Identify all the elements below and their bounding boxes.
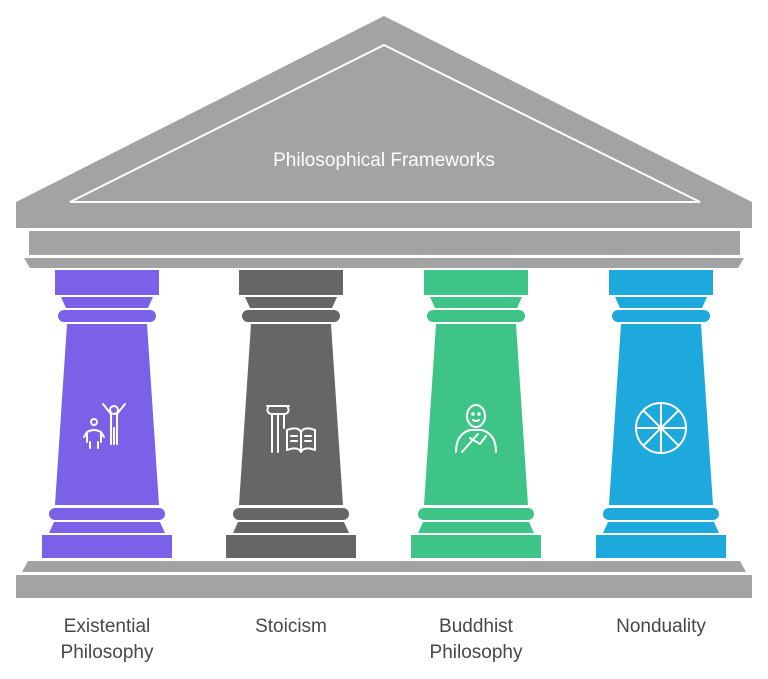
pillar-top-ring (427, 310, 525, 322)
pillar-label-stoicism: Stoicism (255, 616, 327, 637)
column-book-icon (266, 405, 316, 453)
pillar-base-ring (603, 508, 719, 520)
pillar-capital (424, 270, 528, 295)
pillar-capital (55, 270, 159, 295)
architrave (24, 258, 744, 268)
pillar-base-ring (49, 508, 165, 520)
roof (16, 16, 752, 228)
pillar-base-flare (603, 522, 719, 533)
pillar-plinth (42, 535, 172, 558)
pillar-base-ring (418, 508, 534, 520)
pillar-top-ring (58, 310, 156, 322)
pillar-necking (615, 297, 707, 308)
pillar-base-flare (49, 522, 165, 533)
dharma-wheel-icon (635, 402, 687, 454)
pillar-shaft (239, 324, 343, 505)
pillar-plinth (411, 535, 541, 558)
pillar-necking (245, 297, 337, 308)
pillar-capital (609, 270, 713, 295)
monk-icon (455, 404, 497, 453)
pillar-base-ring (233, 508, 349, 520)
pillar-label-nonduality: Nonduality (616, 616, 706, 637)
pillar-capital (239, 270, 343, 295)
pillar-2 (226, 270, 356, 558)
pillar-top-ring (612, 310, 710, 322)
pillar-top-ring (242, 310, 340, 322)
entablature (29, 231, 740, 255)
pillar-shaft (55, 324, 159, 505)
base-platform (16, 575, 752, 598)
pillar-plinth (226, 535, 356, 558)
pillar-necking (430, 297, 522, 308)
stylobate (22, 561, 746, 572)
pillar-base-flare (418, 522, 534, 533)
pillar-1 (42, 270, 172, 558)
diagram-title: Philosophical Frameworks (273, 150, 495, 171)
pillar-plinth (596, 535, 726, 558)
pillar-base-flare (233, 522, 349, 533)
roof-inner-outline (69, 43, 701, 203)
people-celebrating-icon (83, 403, 126, 449)
pillar-shaft (424, 324, 528, 505)
pillar-4 (596, 270, 726, 558)
pillar-necking (61, 297, 153, 308)
pillar-3 (411, 270, 541, 558)
